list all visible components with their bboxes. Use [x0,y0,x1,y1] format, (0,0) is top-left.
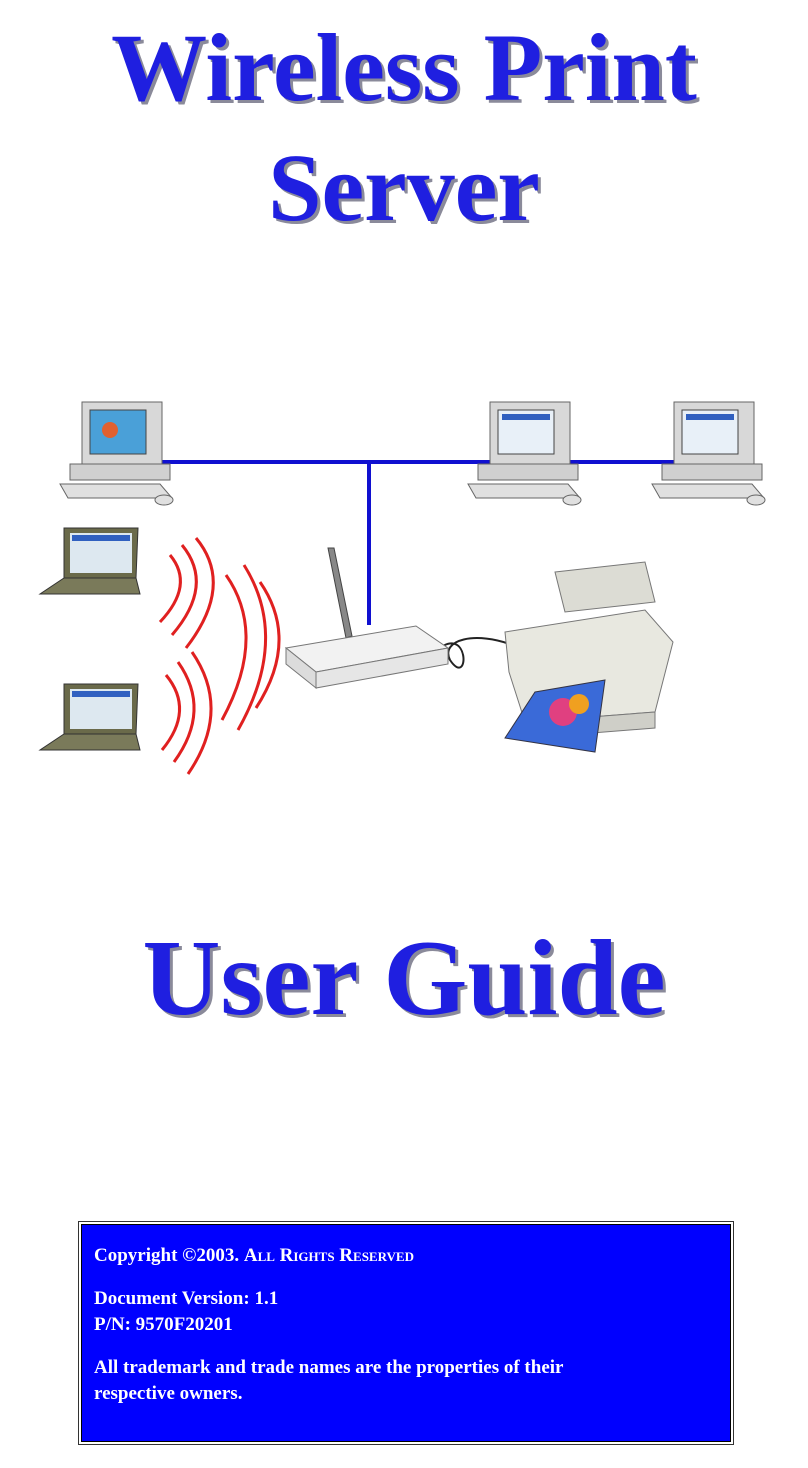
wireless-signal-icon [158,537,281,775]
desktop-computer-icon [59,401,174,506]
copyright-box-content: Copyright ©2003. All Rights Reserved Doc… [81,1224,731,1442]
copyright-rights: All Rights Reserved [243,1245,414,1266]
title-line-2: Server [268,134,540,241]
document-subtitle: User Guide [142,919,666,1038]
copyright-prefix: Copyright ©2003. [94,1245,244,1266]
trademark-line-2: respective owners. [94,1383,243,1405]
copyright-box: Copyright ©2003. All Rights Reserved Doc… [78,1221,734,1445]
laptop-icon [38,683,141,751]
network-cables [160,460,680,625]
network-illustration [38,401,766,775]
document-version: Document Version: 1.1 [94,1287,279,1309]
desktop-computer-icon [467,401,582,506]
part-number: P/N: 9570F20201 [94,1314,233,1336]
printer-cable [434,637,516,669]
title-line-1: Wireless Print [111,14,697,121]
printer-icon [504,561,674,753]
wireless-router-icon [284,547,450,690]
desktop-computer-icon [651,401,766,506]
copyright-line: Copyright ©2003. All Rights Reserved [94,1243,718,1270]
laptop-icon [38,527,141,595]
trademark-line-1: All trademark and trade names are the pr… [94,1356,564,1378]
